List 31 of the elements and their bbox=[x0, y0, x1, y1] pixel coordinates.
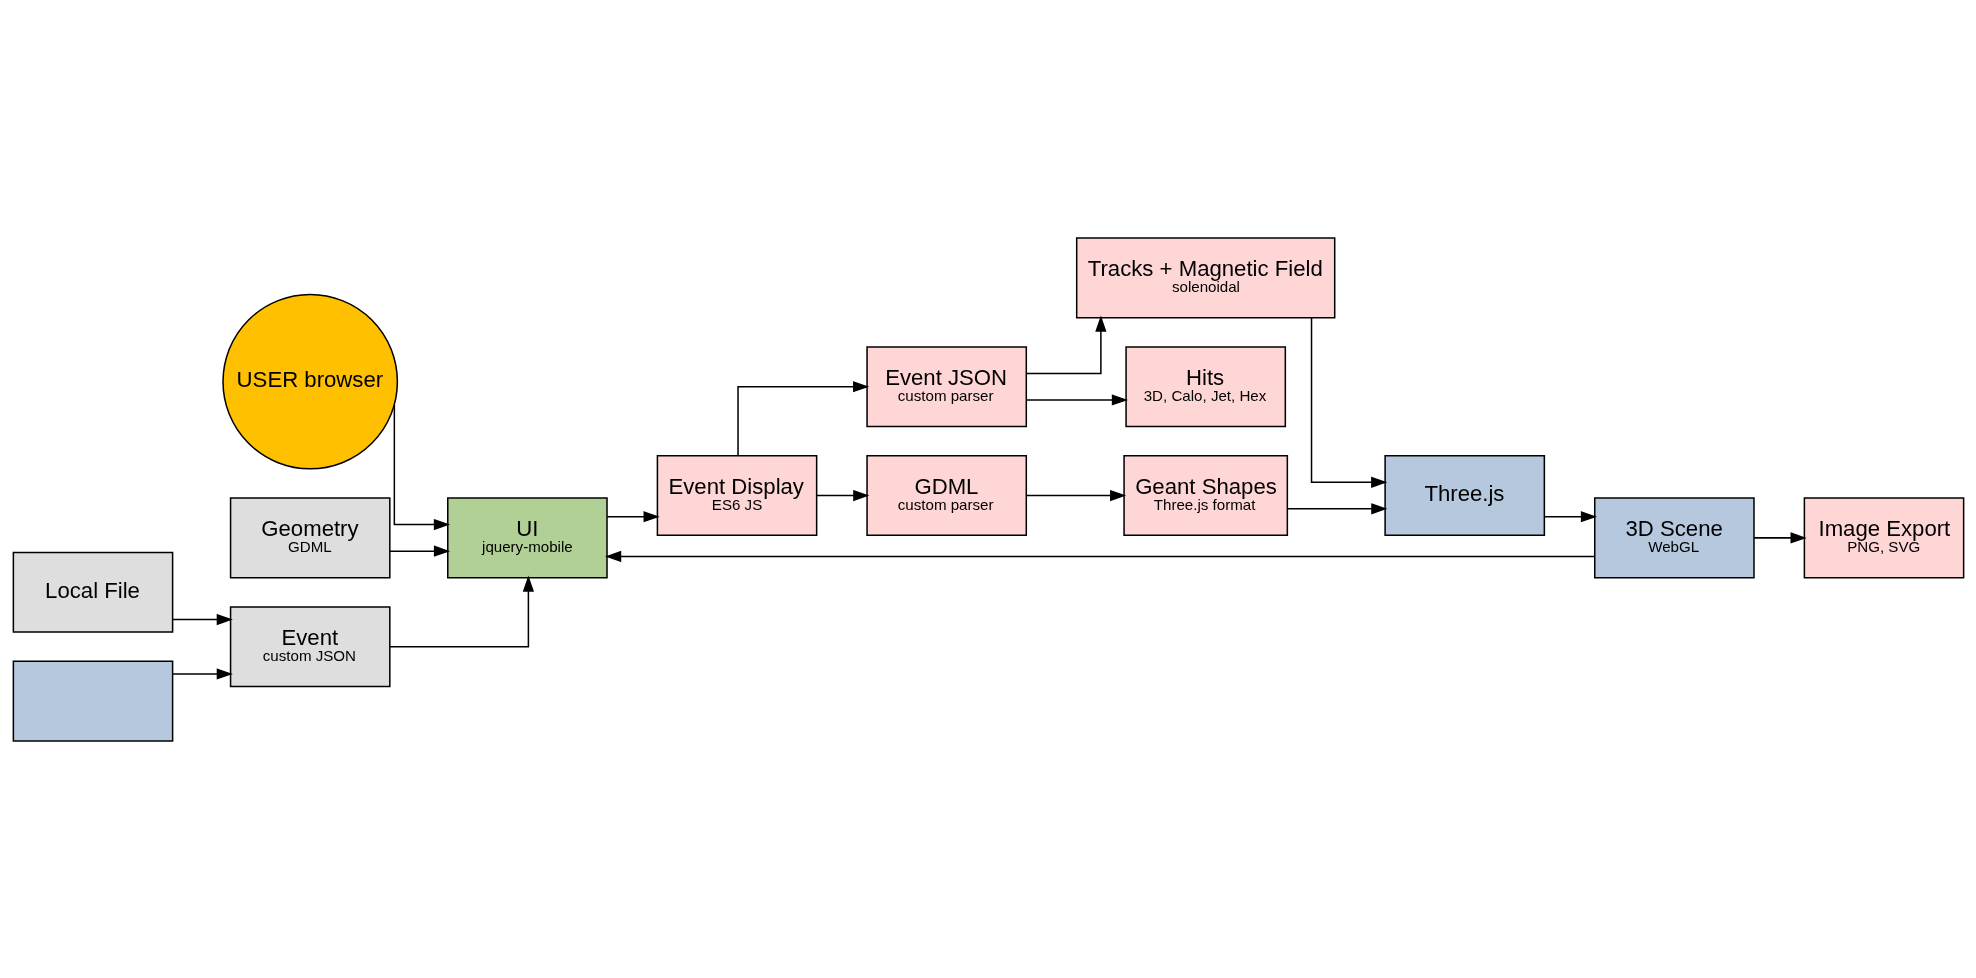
arrow bbox=[604, 550, 1595, 562]
node-box: Event custom JSON bbox=[229, 605, 391, 687]
arrow bbox=[1543, 510, 1597, 522]
arrow bbox=[815, 489, 869, 501]
node-box: 3D Scene WebGL bbox=[1593, 496, 1755, 578]
node-box: Event Display ES6 JS bbox=[656, 454, 817, 536]
node-box: Tracks + Magnetic Field solenoidal bbox=[1075, 236, 1335, 318]
arrow bbox=[1025, 489, 1126, 501]
node-box bbox=[12, 660, 173, 742]
node-circle: USER browser bbox=[221, 293, 398, 470]
arrow bbox=[1286, 502, 1387, 514]
arrow bbox=[1310, 316, 1387, 488]
arrow bbox=[1752, 531, 1807, 544]
node-box: Image Export PNG, SVG bbox=[1803, 496, 1964, 578]
node-box: Three.js bbox=[1383, 454, 1545, 536]
arrow bbox=[388, 545, 450, 557]
arrow bbox=[393, 403, 450, 530]
node-box: Local File bbox=[12, 551, 173, 633]
node-box: GDML custom parser bbox=[865, 454, 1027, 536]
node-box: Geometry GDML bbox=[229, 496, 391, 578]
arrow bbox=[171, 667, 233, 680]
arrow bbox=[606, 510, 660, 522]
node-box: Event JSON custom parser bbox=[865, 345, 1027, 427]
arrow bbox=[1025, 393, 1128, 406]
arrow bbox=[171, 613, 233, 625]
node-box: UI jquery-mobile bbox=[446, 496, 608, 578]
arrow bbox=[1025, 315, 1107, 374]
arrow bbox=[388, 575, 534, 647]
node-box: Hits 3D, Calo, Jet, Hex bbox=[1124, 345, 1286, 427]
node-box: Geant Shapes Three.js format bbox=[1122, 454, 1288, 536]
arrow bbox=[736, 380, 869, 456]
